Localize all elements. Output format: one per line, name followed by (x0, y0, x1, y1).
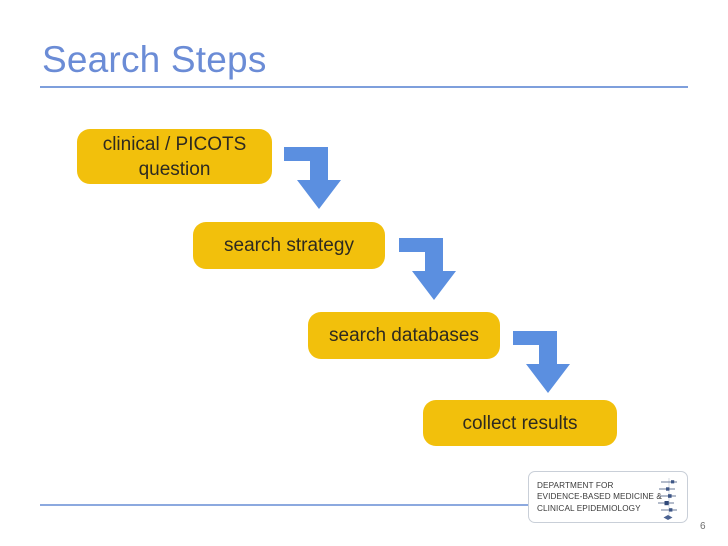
logo-line-2: EVIDENCE-BASED MEDICINE & (537, 492, 662, 502)
bent-arrow-icon-2 (399, 238, 467, 305)
page-title: Search Steps (42, 39, 267, 80)
flow-step-label-4: collect results (462, 412, 578, 434)
logo-line-1: DEPARTMENT FOR (537, 480, 614, 490)
logo-line-3: CLINICAL EPIDEMIOLOGY (537, 503, 641, 513)
footer-divider (40, 504, 688, 506)
flow-step-label-2: search strategy (224, 235, 354, 256)
title-divider (40, 86, 688, 88)
bent-arrow-icon-3 (513, 331, 581, 398)
forest-plot-icon (655, 476, 681, 520)
department-logo: DEPARTMENT FOR EVIDENCE-BASED MEDICINE &… (528, 471, 688, 523)
flow-step-box-4: collect results (423, 400, 617, 446)
logo-text-block: DEPARTMENT FOR EVIDENCE-BASED MEDICINE &… (537, 480, 662, 514)
bent-arrow-icon-1 (284, 147, 352, 214)
flow-step-label-3: search databases (329, 325, 479, 346)
flow-step-box-1: clinical / PICOTS question (77, 129, 272, 184)
flow-step-box-3: search databases (308, 312, 500, 359)
page-number: 6 (700, 521, 706, 532)
flow-step-label-1: clinical / PICOTS question (102, 133, 247, 180)
flow-step-box-2: search strategy (193, 222, 385, 269)
